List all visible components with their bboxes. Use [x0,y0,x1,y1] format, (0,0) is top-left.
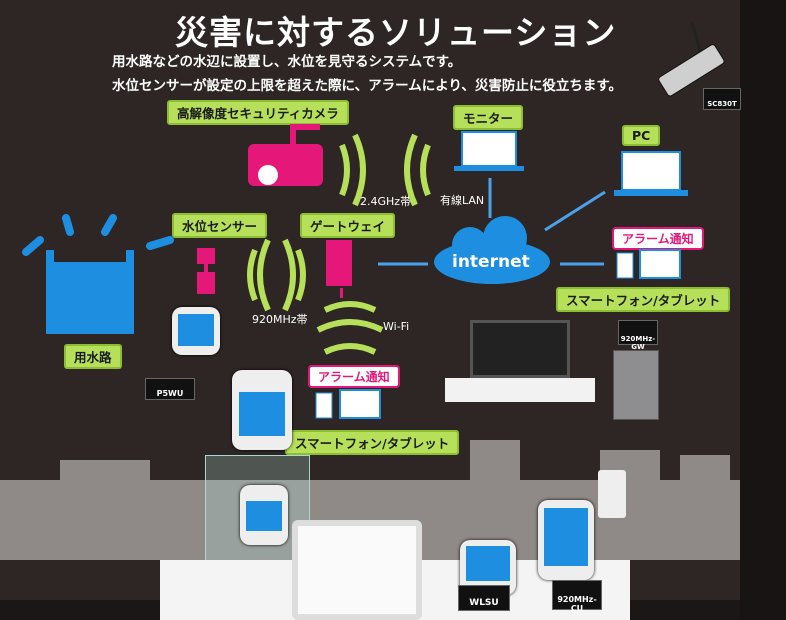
shelf [445,378,595,402]
wired-lan-label: 有線LAN [440,194,485,207]
gateway-device [613,350,659,420]
power-switch-unit [172,307,220,355]
tablet-device [292,520,422,620]
wall-outlet [598,470,626,518]
product-label-gateway: 920MHz-GW [618,320,658,351]
canal-label: 用水路 [64,344,122,369]
band-label: 920MHz帯 [252,313,308,326]
diagram-graphics [22,124,688,419]
building [60,460,150,490]
water-sensor-label: 水位センサー [172,213,268,238]
pc-icon [614,151,688,196]
camera-label: 高解像度セキュリティカメラ [167,100,349,125]
description-line: 水位センサーが設定の上限を超えた際に、アラームにより、災害防止に役立ちます。 [112,78,623,94]
pc-label: PC [622,125,661,146]
sensor-unit [240,485,288,545]
monitor-label: モニター [453,105,524,130]
security-camera-product [658,21,725,97]
cloud-icon [434,216,550,284]
wireless-waves-icon [247,133,431,355]
smartphone-tablet-icon [315,249,681,419]
gateway-icon [326,240,352,298]
wifi-label: Wi-Fi [383,320,410,333]
wall [740,0,786,620]
gateway-label: ゲートウェイ [300,213,396,238]
monitor-icon [454,131,524,171]
product-label-camera: SC830T [703,88,741,110]
canal-icon [22,214,174,334]
building [680,455,730,490]
monitor-device [470,320,570,378]
description-line: 用水路などの水辺に設置し、水位を見守るシステムです。 [112,54,462,70]
arrow-icon [378,178,606,266]
communication-unit [538,500,594,580]
product-label-power-switch: P5WU [145,378,195,400]
camera-icon [248,124,323,186]
product-label-sensor: WLSU [458,585,510,611]
water-sensor-icon [197,248,215,294]
internet-label: internet [452,252,530,272]
page-title: 災害に対するソリューション [175,13,617,52]
product-label-cu: 920MHz-CU [552,580,602,613]
smartphone-label: スマートフォン/タブレット [556,287,731,312]
alarm-label: アラーム通知 [308,365,400,388]
building [470,440,520,490]
smartphone-label: スマートフォン/タブレット [285,430,460,455]
band-label: 2.4GHz帯 [360,195,412,208]
sensor-unit [232,370,292,450]
